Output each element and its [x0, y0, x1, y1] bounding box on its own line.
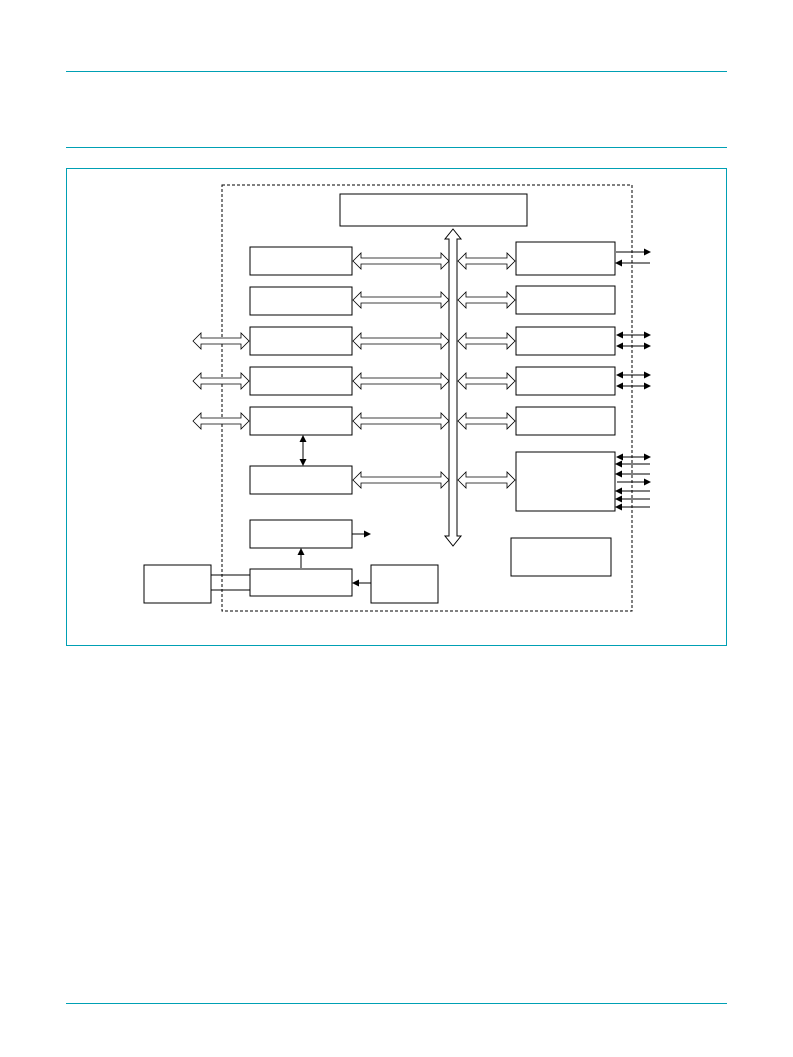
block-left-7	[249, 519, 353, 549]
bus-arrow-right-2	[457, 291, 516, 309]
block-left-4	[249, 366, 353, 396]
block-right-5	[515, 406, 616, 436]
device-boundary	[221, 184, 633, 612]
external-bus-arrow-1	[192, 332, 250, 350]
block-left-3	[249, 326, 353, 356]
bus-arrow-left-6	[352, 471, 450, 489]
block-right-2	[515, 285, 616, 315]
footer-rule	[66, 1003, 727, 1004]
block-external-left	[143, 564, 212, 604]
bus-arrow-left-4	[352, 372, 450, 390]
block-right-7	[510, 537, 612, 577]
external-bus-arrow-3	[192, 412, 250, 430]
block-right-4	[515, 366, 616, 396]
bus-arrow-right-6	[457, 471, 516, 489]
figure-frame	[66, 168, 727, 646]
block-right-6	[515, 451, 616, 512]
block-right-1	[515, 241, 616, 276]
bus-arrow-right-5	[457, 412, 516, 430]
block-left-8	[249, 568, 353, 597]
block-external-bottom-right	[370, 564, 439, 604]
header-bottom-rule	[66, 147, 727, 148]
block-left-6	[249, 465, 353, 495]
bus-arrow-left-2	[352, 291, 450, 309]
block-left-5	[249, 406, 353, 436]
header-top-rule	[66, 71, 727, 72]
bus-arrow-left-1	[352, 252, 450, 270]
bus-arrow-left-5	[352, 412, 450, 430]
bus-arrow-right-3	[457, 332, 516, 350]
block-top-center	[339, 193, 528, 227]
block-left-1	[249, 246, 353, 276]
bus-arrow-right-1	[457, 252, 516, 270]
bus-arrow-right-4	[457, 372, 516, 390]
system-bus-arrow	[443, 228, 463, 547]
block-right-3	[515, 326, 616, 356]
external-bus-arrow-2	[192, 372, 250, 390]
bus-arrow-left-3	[352, 332, 450, 350]
block-left-2	[249, 286, 353, 316]
